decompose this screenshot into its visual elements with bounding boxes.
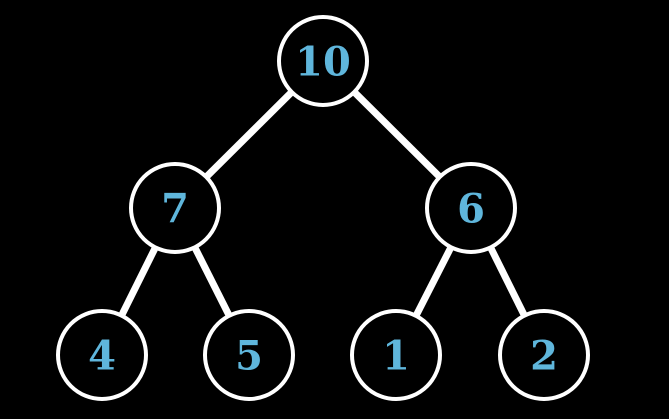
node-label: 7	[161, 186, 189, 233]
tree-nodes: 10 7 6 4 5 1 2	[56, 15, 590, 401]
node-circle	[203, 309, 295, 401]
node-label: 2	[530, 333, 558, 380]
tree-edge-n1-n3	[118, 245, 159, 318]
tree-node-1: 1	[350, 309, 442, 401]
node-label: 5	[235, 333, 263, 380]
tree-node-6: 6	[425, 162, 517, 254]
node-label: 6	[457, 186, 485, 233]
tree-edge-n2-n5	[412, 245, 455, 318]
node-circle	[425, 162, 517, 254]
node-label: 10	[295, 39, 351, 86]
tree-node-4: 4	[56, 309, 148, 401]
node-circle	[129, 162, 221, 254]
tree-edge-n1-n4	[191, 245, 233, 318]
tree-edge-n0-n1	[203, 89, 295, 180]
tree-node-5: 5	[203, 309, 295, 401]
node-circle	[56, 309, 148, 401]
node-circle	[277, 15, 369, 107]
tree-node-2: 2	[498, 309, 590, 401]
node-circle	[350, 309, 442, 401]
tree-edges	[118, 89, 528, 318]
tree-node-10: 10	[277, 15, 369, 107]
node-circle	[498, 309, 590, 401]
tree-node-7: 7	[129, 162, 221, 254]
tree-edge-n0-n2	[351, 89, 443, 180]
tree-edge-n2-n6	[487, 245, 528, 318]
node-label: 4	[88, 333, 116, 380]
node-label: 1	[382, 333, 410, 380]
